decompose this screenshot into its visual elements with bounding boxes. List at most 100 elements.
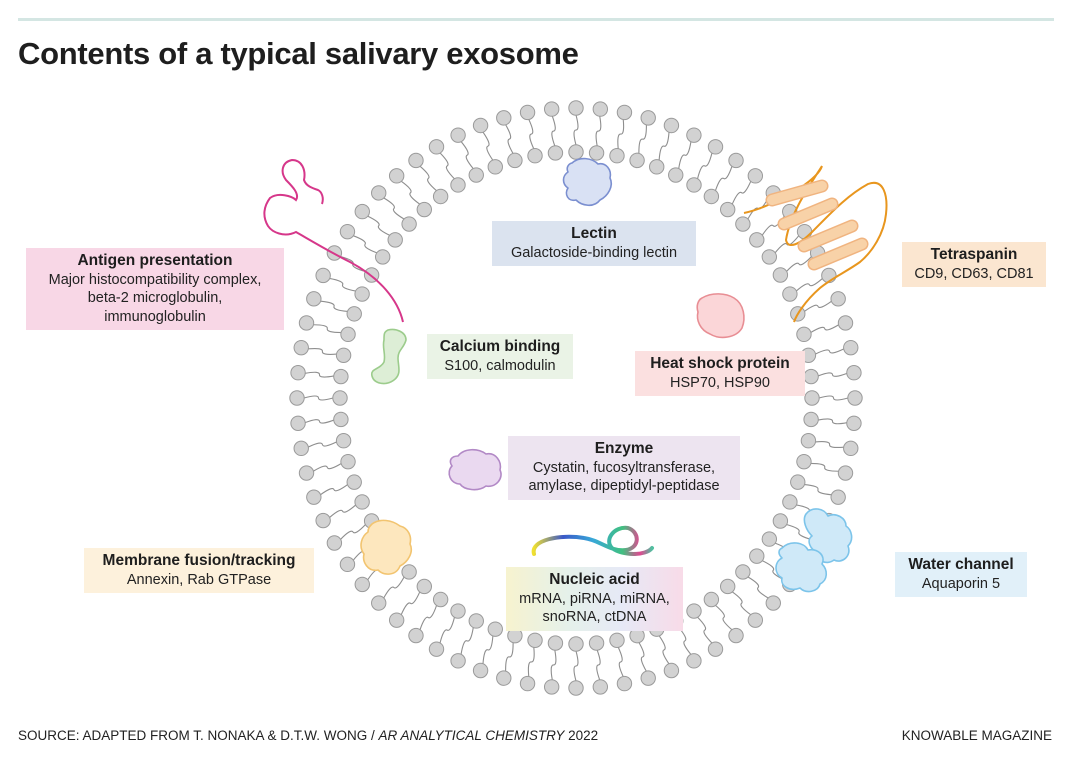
- lipid-head: [290, 365, 306, 381]
- lipid-tail: [638, 642, 647, 672]
- lipid-head: [640, 110, 656, 126]
- lipid-head: [703, 188, 720, 205]
- lipid-tail: [482, 635, 494, 664]
- lipid-tail: [383, 197, 405, 220]
- lipid-head: [401, 216, 417, 232]
- lipid-head: [800, 433, 817, 449]
- lipid-head: [472, 117, 489, 134]
- lipid-head: [735, 564, 751, 580]
- lipid-head: [371, 185, 387, 201]
- lipid-tail: [818, 395, 849, 401]
- lipid-head: [782, 286, 798, 302]
- lipid-head: [609, 148, 625, 164]
- tetraspanin-helix-icon: [767, 181, 827, 205]
- label-heading: Lectin: [571, 225, 617, 242]
- label-line: CD9, CD63, CD81: [914, 265, 1034, 282]
- lipid-head: [468, 613, 484, 629]
- label-antigen-presentation: Antigen presentation Major histocompatib…: [26, 248, 284, 330]
- lipid-head: [298, 315, 315, 331]
- lipid-tail: [817, 372, 848, 377]
- lipid-tail: [596, 649, 601, 681]
- label-heat-shock-protein: Heat shock protein HSP70, HSP90: [635, 351, 805, 396]
- lipid-head: [354, 286, 370, 302]
- lipid-head: [374, 249, 391, 265]
- lipid-head: [707, 139, 724, 155]
- lipid-tail: [761, 560, 785, 581]
- source-journal: AR ANALYTICAL CHEMISTRY: [378, 728, 565, 743]
- lipid-tail: [482, 131, 494, 161]
- lipid-tail: [804, 483, 832, 496]
- lipid-tail: [304, 419, 335, 424]
- lipid-head: [782, 494, 798, 510]
- lipid-tail: [810, 462, 839, 472]
- lipid-head: [772, 267, 789, 283]
- lipid-tail: [815, 348, 845, 355]
- lipid-head: [592, 101, 609, 117]
- lipid-tail: [658, 132, 670, 161]
- lipid-head: [765, 595, 781, 611]
- lipid-tail: [731, 180, 752, 205]
- lipid-head: [830, 291, 846, 307]
- lipid-head: [335, 347, 352, 363]
- label-heading: Tetraspanin: [930, 246, 1018, 263]
- lipid-head: [686, 653, 702, 669]
- lipid-head: [306, 489, 322, 505]
- lectin-protein-icon: [562, 157, 613, 207]
- lipid-head: [749, 548, 765, 564]
- label-line: beta-2 microglobulin,: [87, 290, 223, 306]
- lipid-head: [846, 365, 862, 381]
- lipid-head: [686, 127, 702, 143]
- lipid-head: [450, 653, 466, 669]
- lipid-tail: [714, 166, 733, 191]
- lipid-head: [408, 627, 424, 644]
- lipid-head: [354, 494, 370, 510]
- lipid-head: [663, 662, 680, 679]
- lipid-head: [663, 117, 680, 134]
- lipid-tail: [303, 395, 334, 401]
- lipid-head: [719, 201, 736, 218]
- lipid-head: [346, 474, 362, 490]
- lipid-head: [468, 167, 484, 183]
- lipid-tail: [400, 180, 421, 205]
- lipid-tail: [329, 504, 357, 519]
- lipid-head: [803, 368, 819, 385]
- lipid-head: [333, 411, 349, 428]
- lipid-tail: [329, 277, 356, 292]
- lipid-tail: [810, 324, 840, 333]
- lipid-tail: [774, 235, 800, 254]
- lipid-tail: [528, 119, 535, 150]
- lipid-head: [804, 390, 820, 406]
- lipid-head: [290, 415, 306, 431]
- lipid-tail: [715, 604, 733, 631]
- lipid-tail: [795, 277, 823, 292]
- lipid-tail: [419, 605, 438, 630]
- lipid-head: [496, 110, 512, 126]
- lipid-head: [568, 100, 584, 116]
- label-line: mRNA, piRNA, miRNA,: [519, 590, 670, 607]
- lipid-head: [315, 512, 331, 529]
- lipid-head: [340, 326, 356, 343]
- lipid-head: [293, 339, 309, 356]
- lipid-head: [837, 315, 854, 331]
- label-lectin: Lectin Galactoside-binding lectin: [492, 221, 696, 266]
- lipid-head: [354, 576, 370, 593]
- label-membrane-fusion: Membrane fusion/tracking Annexin, Rab GT…: [84, 548, 314, 593]
- lipid-head: [588, 145, 605, 161]
- label-line: immunoglobulin: [104, 308, 206, 325]
- lipid-tail: [505, 642, 514, 672]
- lipid-head: [790, 474, 806, 490]
- lipid-head: [289, 390, 305, 406]
- label-tetraspanin: Tetraspanin CD9, CD63, CD81: [902, 242, 1046, 287]
- lipid-tail: [439, 152, 455, 180]
- lipid-head: [609, 632, 625, 648]
- lipid-head: [428, 641, 445, 657]
- lipid-tail: [817, 418, 848, 425]
- lipid-head: [830, 489, 846, 505]
- lipid-tail: [617, 646, 624, 677]
- lipid-head: [649, 159, 665, 175]
- lipid-tail: [550, 649, 557, 681]
- lipid-tail: [352, 235, 378, 254]
- lipid-head: [507, 627, 523, 644]
- label-heading: Nucleic acid: [549, 571, 640, 588]
